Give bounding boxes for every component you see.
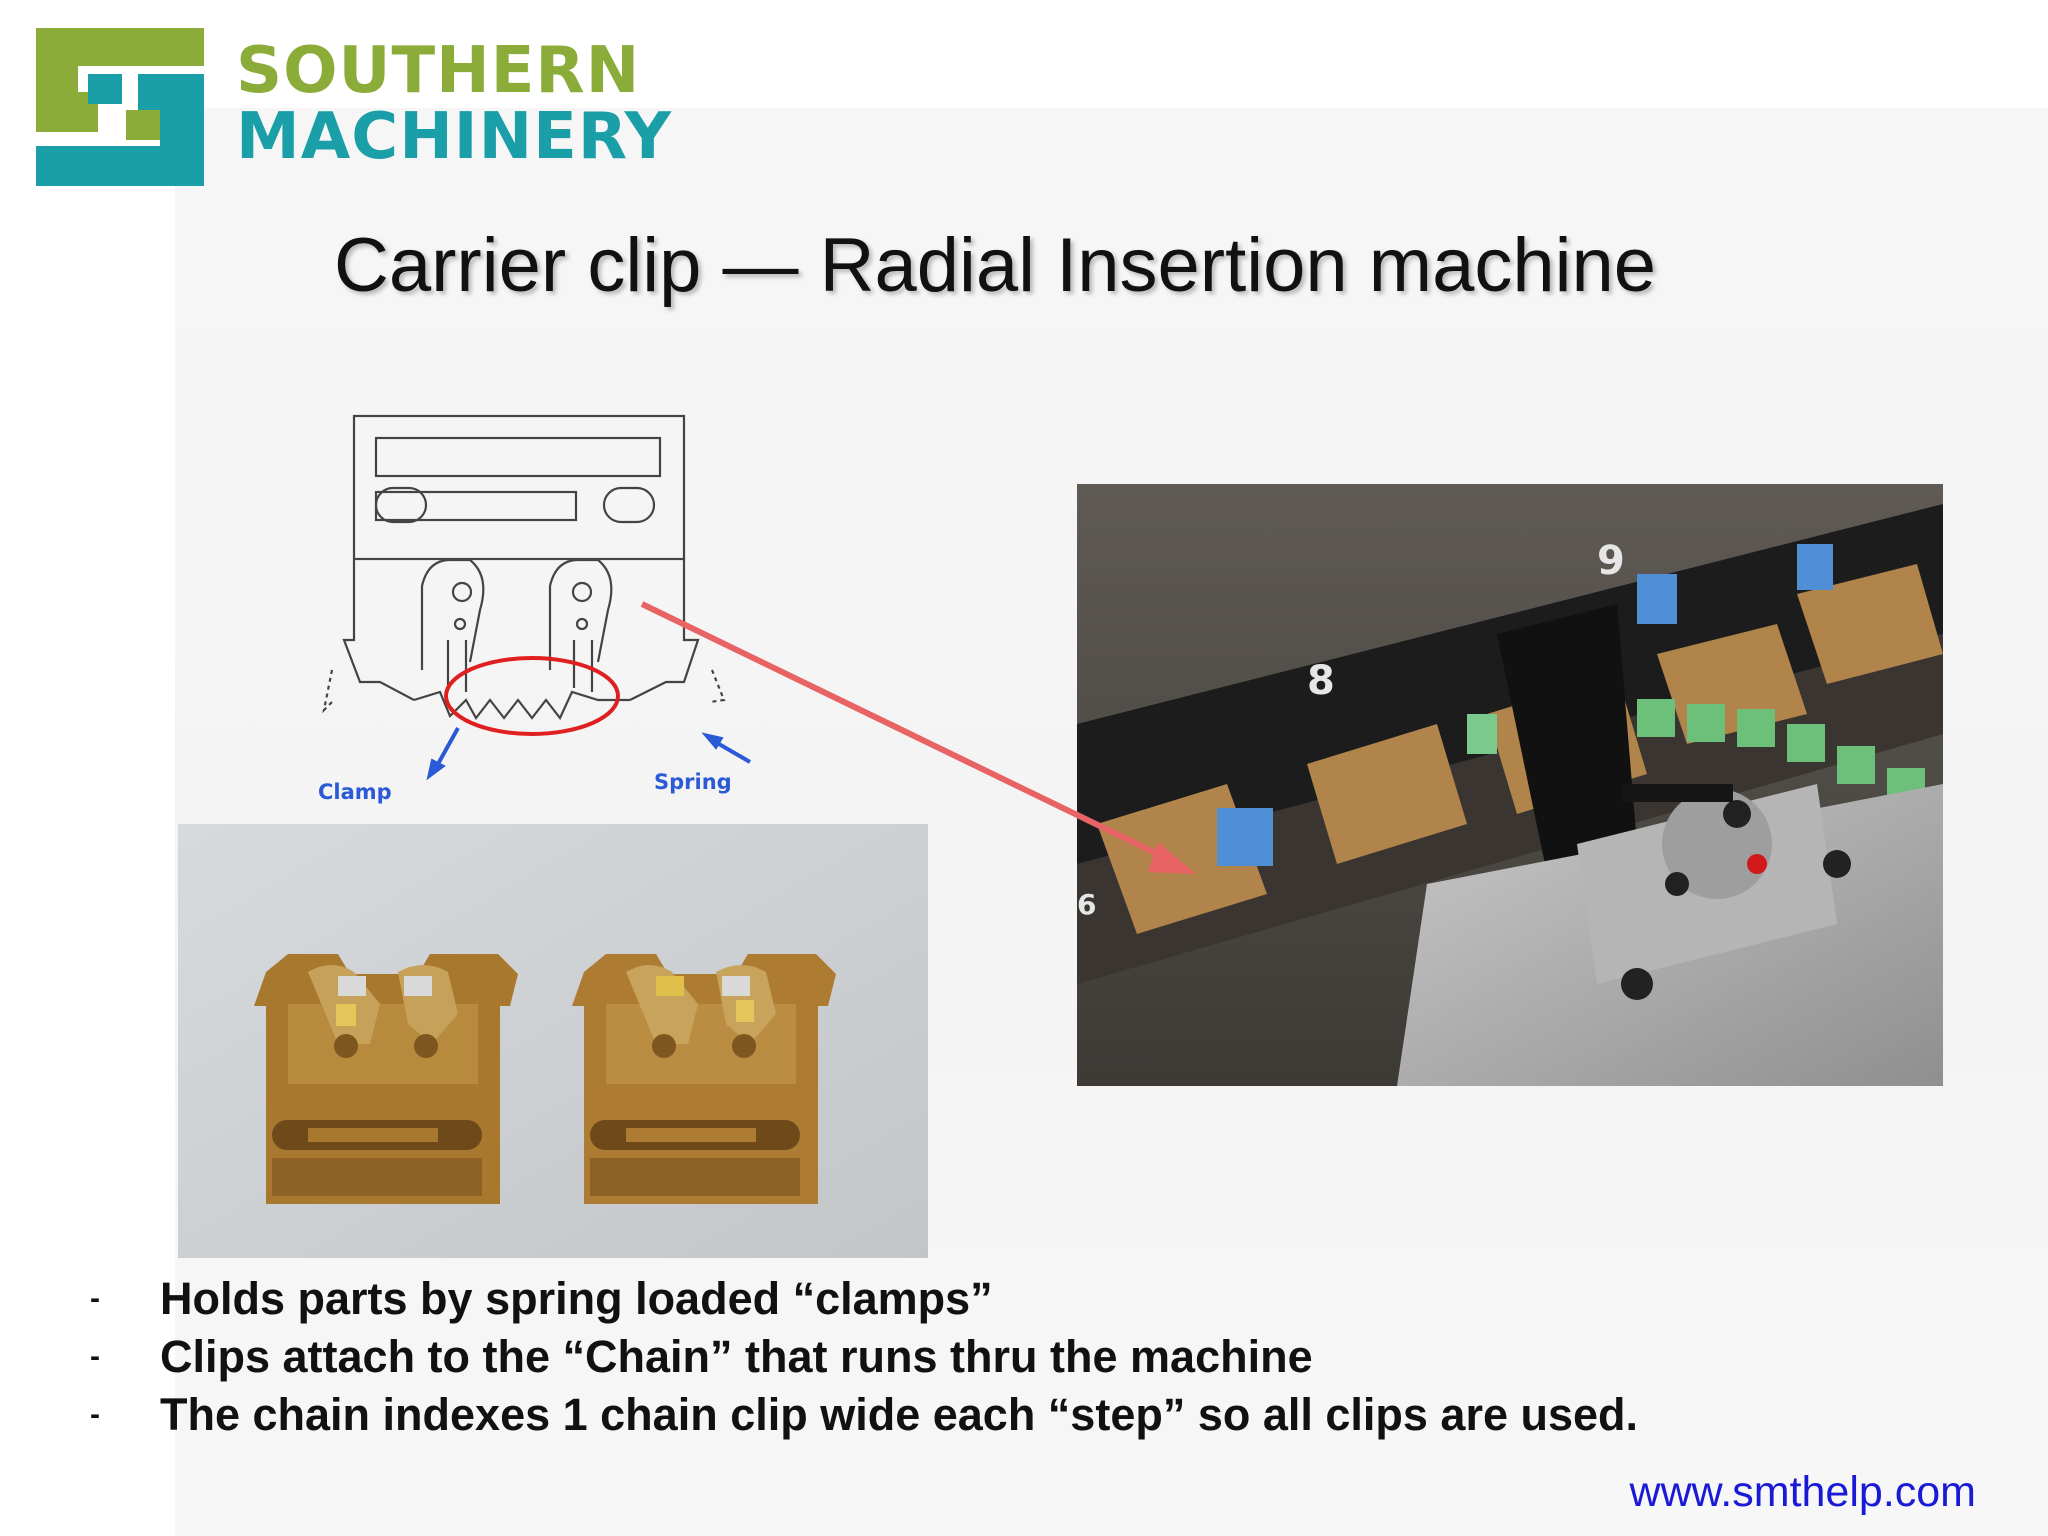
spring-label: Spring (654, 770, 732, 794)
bullet-text: Holds parts by spring loaded “clamps” (160, 1273, 993, 1324)
slide-title: Carrier clip — Radial Insertion machine (333, 223, 1657, 308)
clip-right (572, 954, 836, 1204)
bullet-item: - Holds parts by spring loaded “clamps” (86, 1270, 1638, 1328)
carrier-clips-photo (178, 824, 928, 1258)
clamp-label: Clamp (318, 780, 392, 804)
bullet-marker: - (90, 1340, 100, 1373)
southern-machinery-logo (36, 28, 204, 186)
bullet-list: - Holds parts by spring loaded “clamps” … (86, 1270, 1638, 1444)
station-number-8: 8 (1307, 658, 1335, 704)
bullet-text: The chain indexes 1 chain clip wide each… (160, 1389, 1639, 1440)
clip-left (254, 954, 518, 1204)
footer-website-link[interactable]: www.smthelp.com (1629, 1468, 1976, 1516)
bullet-text: Clips attach to the “Chain” that runs th… (160, 1331, 1313, 1382)
bullet-item: - Clips attach to the “Chain” that runs … (86, 1328, 1638, 1386)
brand-line-machinery: MACHINERY (236, 100, 672, 174)
station-number-9: 9 (1597, 538, 1625, 584)
carrier-clip-diagram (322, 414, 752, 781)
bullet-marker: - (90, 1398, 100, 1431)
brand-name: SOUTHERN MACHINERY (236, 38, 672, 170)
bullet-marker: - (90, 1282, 100, 1315)
radial-insertion-machine-photo: 8 9 6 (1077, 484, 1943, 1086)
brand-line-southern: SOUTHERN (236, 34, 641, 108)
station-number-6: 6 (1077, 888, 1096, 921)
bullet-item: - The chain indexes 1 chain clip wide ea… (86, 1386, 1638, 1444)
